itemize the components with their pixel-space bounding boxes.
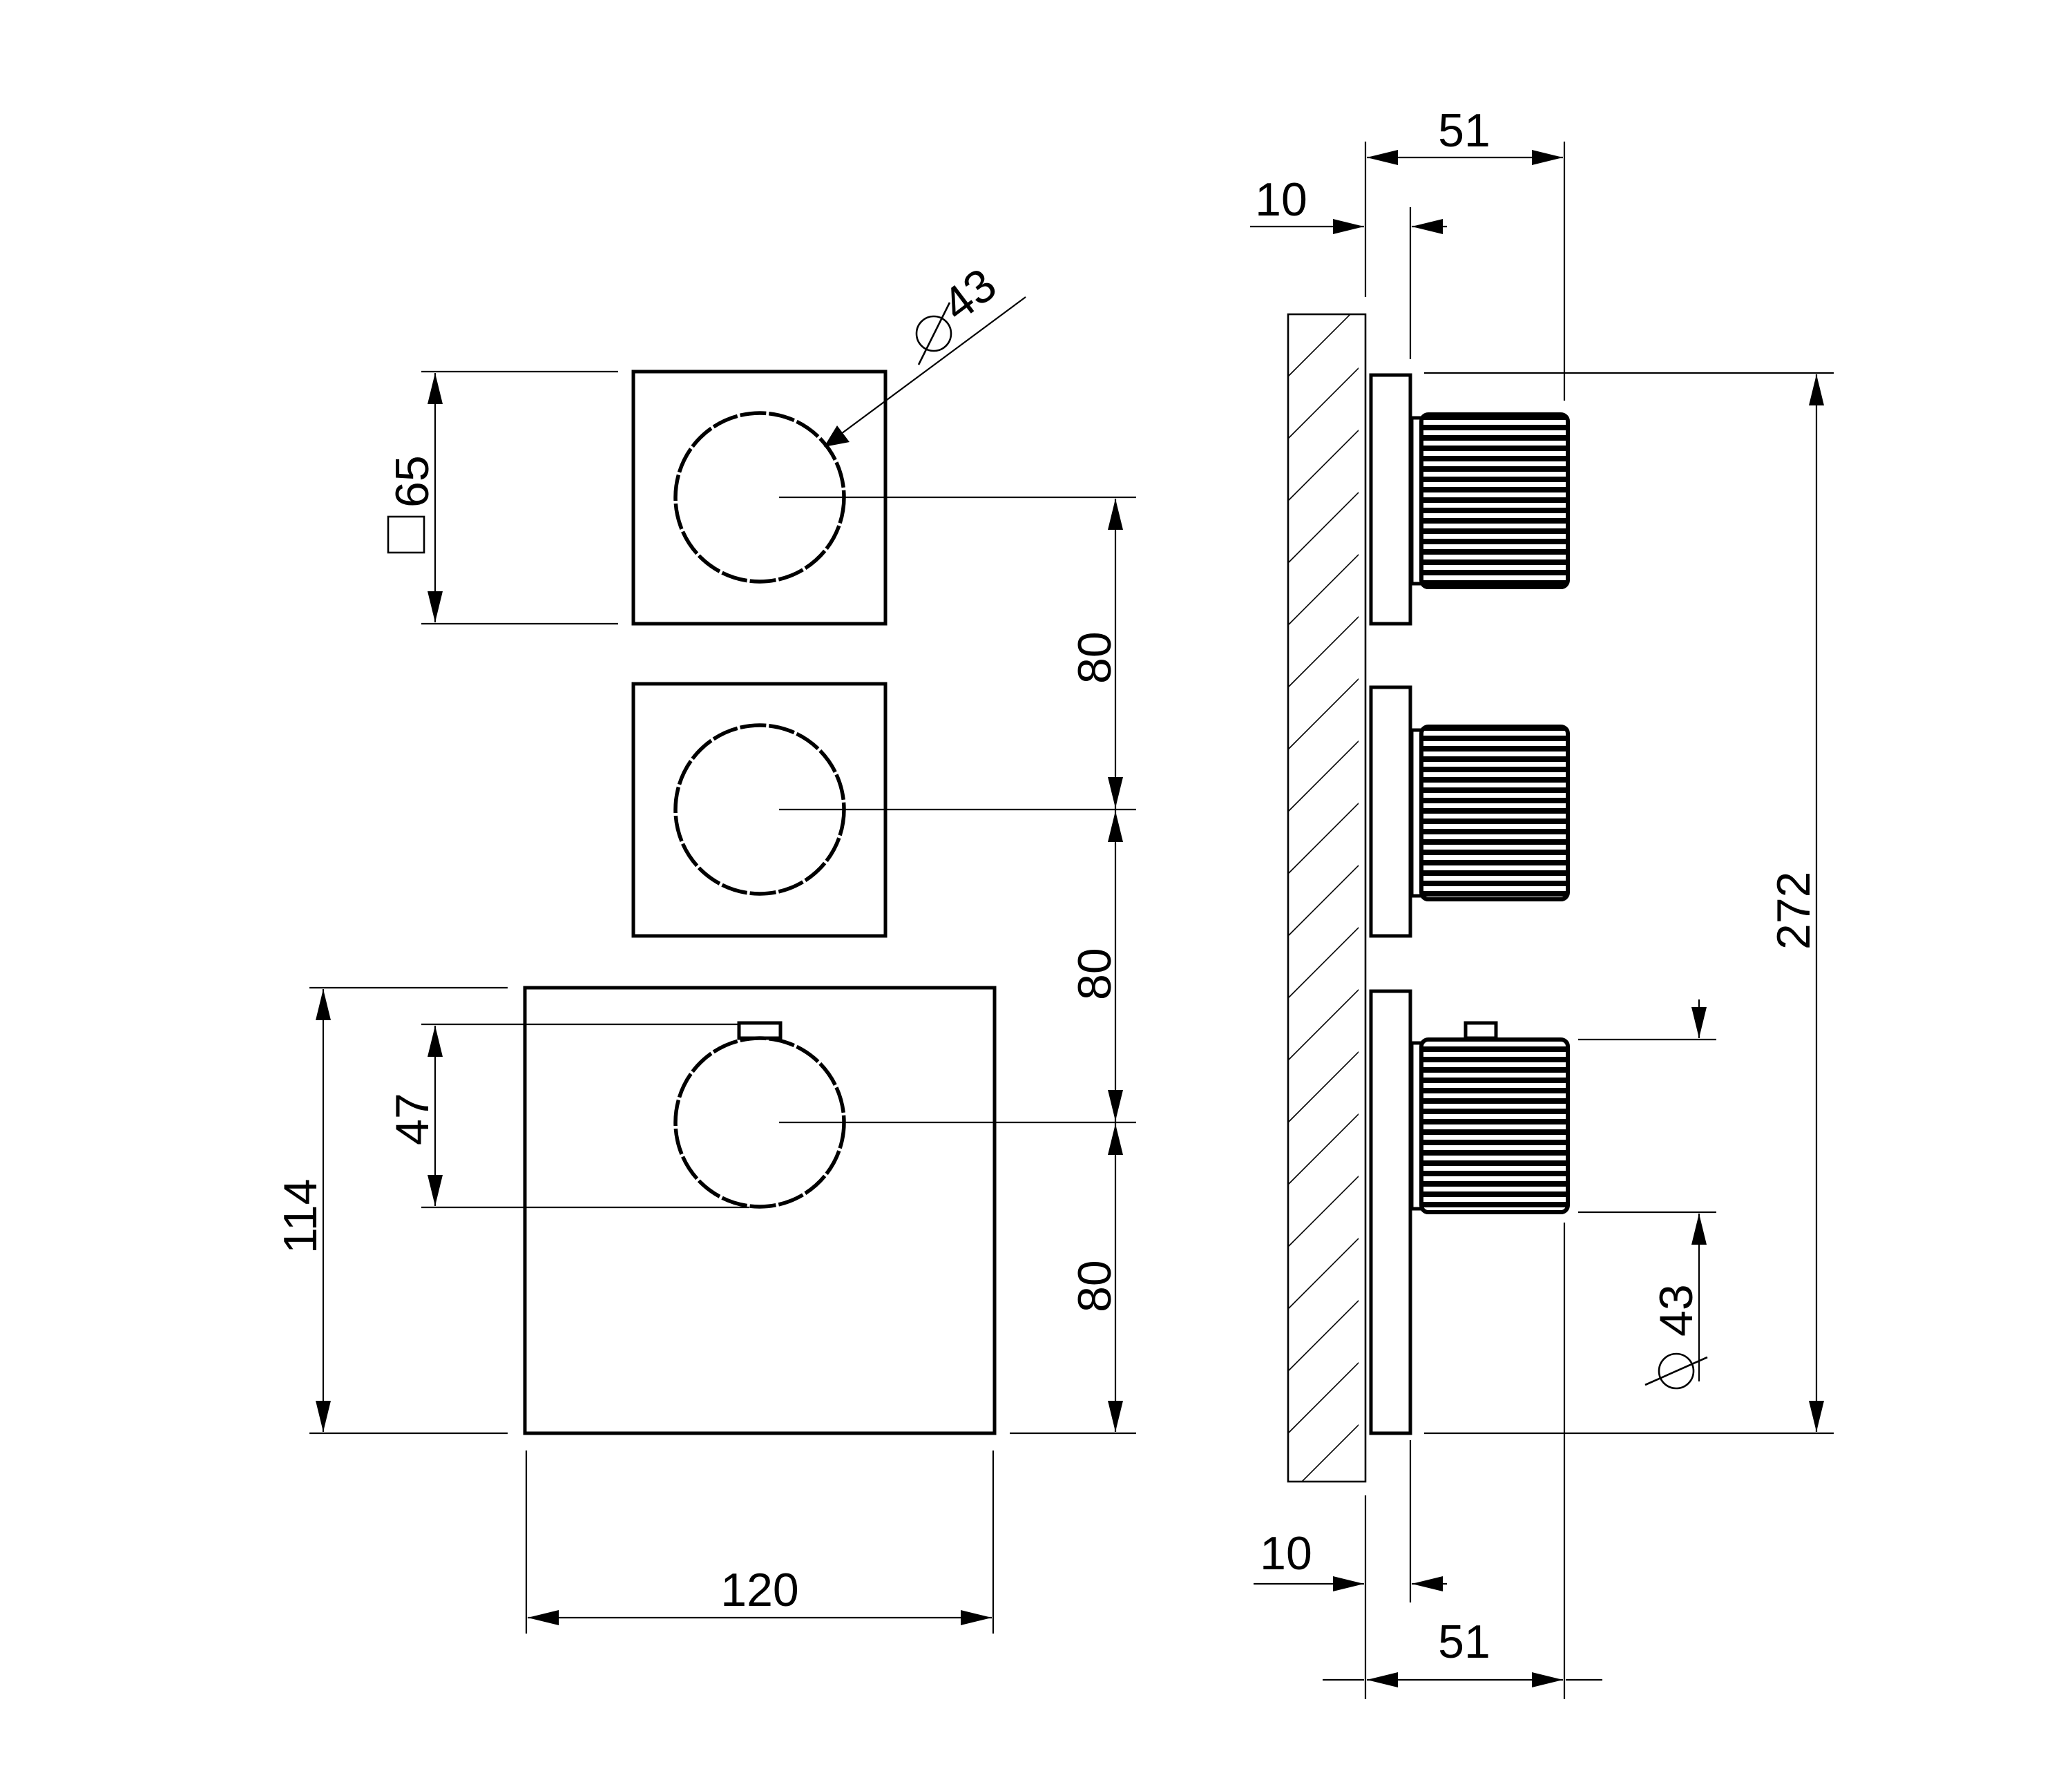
dim-side-top-projection: 51 bbox=[1367, 104, 1566, 401]
svg-text:272: 272 bbox=[1767, 872, 1820, 950]
svg-text:120: 120 bbox=[720, 1564, 798, 1616]
svg-text:51: 51 bbox=[1438, 104, 1490, 157]
svg-text:65: 65 bbox=[386, 455, 439, 508]
dim-side-top-plate-thickness: 10 bbox=[1250, 142, 1447, 359]
svg-text:114: 114 bbox=[274, 1179, 327, 1254]
side-middle-plate bbox=[1369, 685, 1412, 938]
svg-text:10: 10 bbox=[1255, 173, 1307, 226]
dim-thermostat-knob-offset: 47 bbox=[386, 1023, 749, 1209]
side-top-knob bbox=[1419, 412, 1570, 589]
svg-text:10: 10 bbox=[1260, 1527, 1312, 1580]
dim-thermostat-height: 114 bbox=[274, 986, 508, 1435]
svg-text:80: 80 bbox=[1068, 631, 1121, 684]
side-thermostat-knob bbox=[1419, 1037, 1570, 1214]
side-thermostat-indicator bbox=[1464, 1021, 1498, 1040]
thermostat-knob-indicator bbox=[737, 1021, 783, 1040]
dim-side-bottom-projection: 51 bbox=[1323, 1223, 1602, 1699]
dim-side-knob-diameter: 43 bbox=[1578, 999, 1716, 1390]
dim-side-overall-height: 272 bbox=[1424, 372, 1834, 1435]
dim-thermostat-width: 120 bbox=[525, 1451, 995, 1634]
dim-knob-spacing: 80 80 80 bbox=[1010, 499, 1136, 1435]
svg-text:80: 80 bbox=[1068, 1260, 1121, 1312]
front-view: 43 65 80 80 80 bbox=[274, 258, 1136, 1634]
side-view: 10 51 272 43 bbox=[1250, 104, 1834, 1699]
svg-text:51: 51 bbox=[1438, 1616, 1490, 1668]
wall-section bbox=[1287, 313, 1367, 1483]
dim-front-knob-diameter: 43 bbox=[824, 258, 1026, 447]
side-middle-knob bbox=[1419, 725, 1570, 901]
svg-text:43: 43 bbox=[1650, 1284, 1702, 1337]
thermostat-plate bbox=[523, 986, 997, 1435]
svg-text:47: 47 bbox=[386, 1093, 439, 1145]
dim-plate-size: 65 bbox=[386, 370, 618, 625]
dim-side-bottom-plate-thickness: 10 bbox=[1254, 1440, 1447, 1699]
svg-text:80: 80 bbox=[1068, 948, 1121, 1000]
side-thermostat-plate bbox=[1369, 989, 1412, 1435]
side-top-plate bbox=[1369, 373, 1412, 626]
wall-hatching bbox=[1287, 314, 1359, 1482]
